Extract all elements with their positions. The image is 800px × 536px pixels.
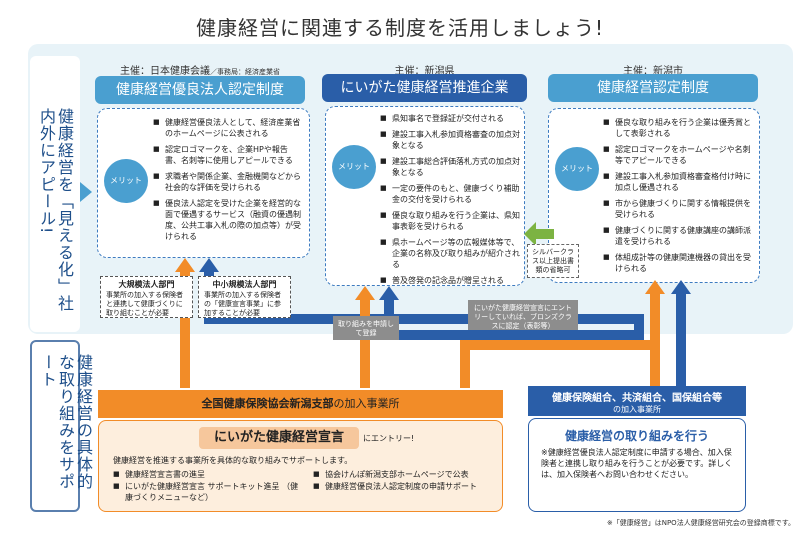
dept-large: 大規模法人部門 事業所の加入する保険者と連携して健康づくりに取り組むことが必要: [100, 276, 193, 318]
merit-item: 体組成計等の健康関連機器の貸出を受けられる: [603, 252, 755, 274]
dept-large-title: 大規模法人部門: [118, 280, 175, 289]
system-3-merit-list: 優良な取り組みを行う企業は優秀賞として表彰される 認定ロゴマークをホームページや…: [603, 117, 755, 279]
merit-item: 普及啓発の記念品が贈呈される: [380, 275, 520, 286]
system-2-host: 主催：新潟県: [394, 66, 455, 77]
side-label-bottom-box: 健康経営の具体的な取り組みをサポート: [30, 340, 93, 512]
practice-title: 健康経営の取り組みを行う: [564, 429, 709, 443]
merit-badge: メリット: [555, 147, 599, 191]
pointer-arrow-icon: [80, 182, 92, 202]
dept-large-text: 事業所の加入する保険者と連携して健康づくりに取り組むことが必要: [106, 291, 183, 317]
side-label-top-box: 健康経営を「見える化」社内外にアピール!: [30, 56, 80, 332]
kyokai-bar-rest: の加入事業所: [333, 397, 400, 410]
declaration-item: 協会けんぽ新潟支部ホームページで公表: [313, 469, 498, 480]
gray-note-bronze: にいがた健康経営宣言にエントリーしていれば、ブロンズクラスに認定（表彰等）: [468, 300, 578, 330]
dept-small-title: 中小規模法人部門: [212, 280, 277, 289]
system-1-host-note: ／事務局：経済産業省: [210, 68, 280, 76]
merit-item: 建設工事入札参加資格審査の加点対象となる: [380, 129, 520, 151]
merit-item: 求職者や関係企業、金融機関などから社会的な評価を受けられる: [153, 171, 303, 193]
merit-badge: メリット: [332, 145, 376, 189]
merit-item: 市から健康づくりに関する情報提供を受けられる: [603, 198, 755, 220]
merit-item: 一定の要件のもと、健康づくり補助金の交付を受けられる: [380, 183, 520, 205]
other-insurers-bar: 健康保険組合、共済組合、国保組合等 の加入事業所: [528, 386, 746, 416]
merit-item: 建設工事総合評価落札方式の加点対象となる: [380, 156, 520, 178]
system-2-merit-box: メリット 県知事名で登録証が交付される 建設工事入札参加資格審査の加点対象となる…: [325, 106, 525, 286]
merit-item: 建設工事入札参加資格審査格付け時に加点し優遇される: [603, 171, 755, 193]
system-1-host-name: 主催：日本健康会議: [120, 66, 210, 77]
system-2-title[interactable]: にいがた健康経営推進企業: [322, 74, 527, 102]
declaration-name[interactable]: にいがた健康経営宣言: [199, 427, 359, 449]
side-label-bottom: 健康経営の具体的な取り組みをサポート: [38, 354, 93, 490]
system-1-merit-box: メリット 健康経営優良法人として、経済産業省のホームページに公表される 認定ロゴ…: [97, 108, 310, 258]
silver-note: シルバークラス以上提出書類の省略可: [527, 244, 579, 278]
gray-note-register: 取り組みを申請して登録: [333, 316, 399, 340]
declaration-box: にいがた健康経営宣言 にエントリー! 健康経営を推進する事業所を具体的な取り組み…: [98, 420, 503, 512]
side-label-top: 健康経営を「見える化」社内外にアピール!: [37, 108, 74, 312]
system-1-host: 主催：日本健康会議／事務局：経済産業省: [95, 62, 305, 77]
declaration-list-left: 健康経営宣言書の進呈 にいがた健康経営宣言 サポートキット進呈 （健康づくりメニ…: [113, 469, 303, 504]
footnote: ※「健康経営」はNPO法人健康経営研究会の登録商標です。: [606, 519, 795, 527]
system-3-title[interactable]: 健康経営認定制度: [548, 74, 758, 102]
kyokai-bar: 全国健康保険協会新潟支部の加入事業所: [98, 390, 503, 418]
merit-badge: メリット: [104, 159, 148, 203]
page-title: 健康経営に関連する制度を活用しましょう!: [195, 16, 605, 40]
merit-item: 県ホームページ等の広報媒体等で、企業の名称及び取り組みが紹介される: [380, 237, 520, 270]
merit-item: 優良な取り組みを行う企業は優秀賞として表彰される: [603, 117, 755, 139]
practice-box: 健康経営の取り組みを行う ※健康経営優良法人認定制度に申請する場合、加入保険者と…: [528, 418, 746, 512]
system-3-merit-box: メリット 優良な取り組みを行う企業は優秀賞として表彰される 認定ロゴマークをホー…: [548, 108, 760, 283]
system-1-title[interactable]: 健康経営優良法人認定制度: [95, 76, 305, 104]
green-arrow-icon: [524, 222, 554, 246]
dept-small: 中小規模法人部門 事業所の加入する保険者の「健康宣言事業」に参加することが必要: [198, 276, 291, 318]
system-3-host: 主催：新潟市: [623, 66, 683, 77]
other-insurers-bar-rest: の加入事業所: [613, 405, 661, 414]
merit-item: 優良法人認定を受けた企業を経営的な面で優遇するサービス（融資の優遇制度、公共工事…: [153, 198, 303, 242]
merit-item: 認定ロゴマークを、企業HPや報告書、名刺等に使用しアピールできる: [153, 144, 303, 166]
declaration-intro: 健康経営を推進する事業所を具体的な取り組みでサポートします。: [113, 456, 353, 465]
system-1-merit-list: 健康経営優良法人として、経済産業省のホームページに公表される 認定ロゴマークを、…: [153, 117, 303, 247]
dept-small-text: 事業所の加入する保険者の「健康宣言事業」に参加することが必要: [204, 291, 281, 317]
merit-item: 健康づくりに関する健康講座の講師派遣を受けられる: [603, 225, 755, 247]
other-insurers-bar-bold: 健康保険組合、共済組合、国保組合等: [552, 393, 722, 404]
system-2-merit-list: 県知事名で登録証が交付される 建設工事入札参加資格審査の加点対象となる 建設工事…: [380, 113, 520, 291]
merit-item: 認定ロゴマークをホームページや名刺等でアピールできる: [603, 144, 755, 166]
practice-text: ※健康経営優良法人認定制度に申請する場合、加入保険者と連携し取り組みを行うことが…: [541, 448, 733, 479]
declaration-suffix: にエントリー!: [363, 434, 415, 443]
declaration-list-right: 協会けんぽ新潟支部ホームページで公表 健康経営優良法人認定制度の申請サポート: [313, 469, 498, 493]
merit-item: 優良な取り組みを行う企業は、県知事表彰を受けられる: [380, 210, 520, 232]
merit-item: 県知事名で登録証が交付される: [380, 113, 520, 124]
declaration-item: 健康経営優良法人認定制度の申請サポート: [313, 481, 498, 492]
kyokai-bar-bold: 全国健康保険協会新潟支部: [201, 397, 334, 410]
merit-item: 健康経営優良法人として、経済産業省のホームページに公表される: [153, 117, 303, 139]
declaration-item: 健康経営宣言書の進呈: [113, 469, 303, 480]
declaration-item: にいがた健康経営宣言 サポートキット進呈 （健康づくりメニューなど）: [113, 481, 303, 503]
